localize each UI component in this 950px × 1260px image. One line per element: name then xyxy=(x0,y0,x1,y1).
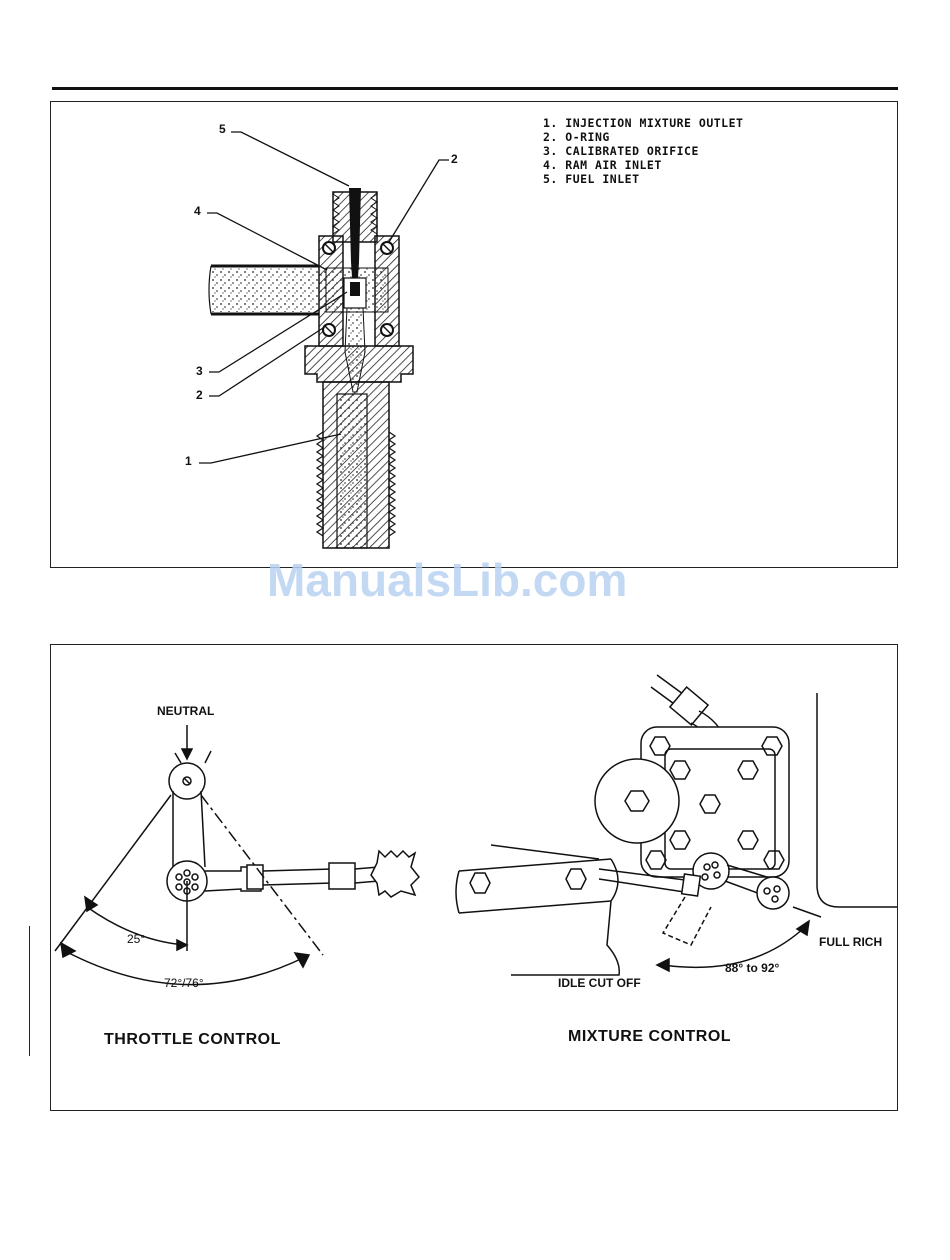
top-rule xyxy=(52,87,898,90)
mixture-diagram: L xyxy=(456,675,897,975)
throttle-angle-25: 25° xyxy=(127,932,145,946)
idle-cut-off-label: IDLE CUT OFF xyxy=(558,976,641,990)
parts-legend: 1. INJECTION MIXTURE OUTLET 2. O-RING 3.… xyxy=(543,116,743,186)
callout-2-top: 2 xyxy=(451,152,458,166)
full-rich-label: FULL RICH xyxy=(819,935,882,949)
callout-2-bottom: 2 xyxy=(196,388,203,402)
legend-item: 3. CALIBRATED ORIFICE xyxy=(543,144,743,158)
margin-line xyxy=(29,926,30,1056)
mixture-angle-label: 88° to 92° xyxy=(725,961,779,975)
callout-5: 5 xyxy=(219,122,226,136)
throttle-diagram xyxy=(55,725,419,985)
nozzle-body xyxy=(305,188,413,548)
nozzle-figure-panel: 5 4 2 3 2 1 1. INJECTION MIXTURE OUTLET … xyxy=(50,101,898,568)
legend-item: 5. FUEL INLET xyxy=(543,172,743,186)
neutral-label: NEUTRAL xyxy=(157,704,214,718)
nozzle-diagram xyxy=(51,102,897,567)
callout-4: 4 xyxy=(194,204,201,218)
watermark: ManualsLib.com xyxy=(267,553,627,607)
ram-air-inlet-tube xyxy=(209,266,326,314)
controls-figure-panel: L xyxy=(50,644,898,1111)
callout-3: 3 xyxy=(196,364,203,378)
mixture-control-caption: MIXTURE CONTROL xyxy=(568,1028,731,1046)
throttle-control-caption: THROTTLE CONTROL xyxy=(104,1031,281,1049)
callout-1: 1 xyxy=(185,454,192,468)
legend-item: 2. O-RING xyxy=(543,130,743,144)
throttle-angle-72-76: 72°/76° xyxy=(164,976,204,990)
legend-item: 1. INJECTION MIXTURE OUTLET xyxy=(543,116,743,130)
legend-item: 4. RAM AIR INLET xyxy=(543,158,743,172)
